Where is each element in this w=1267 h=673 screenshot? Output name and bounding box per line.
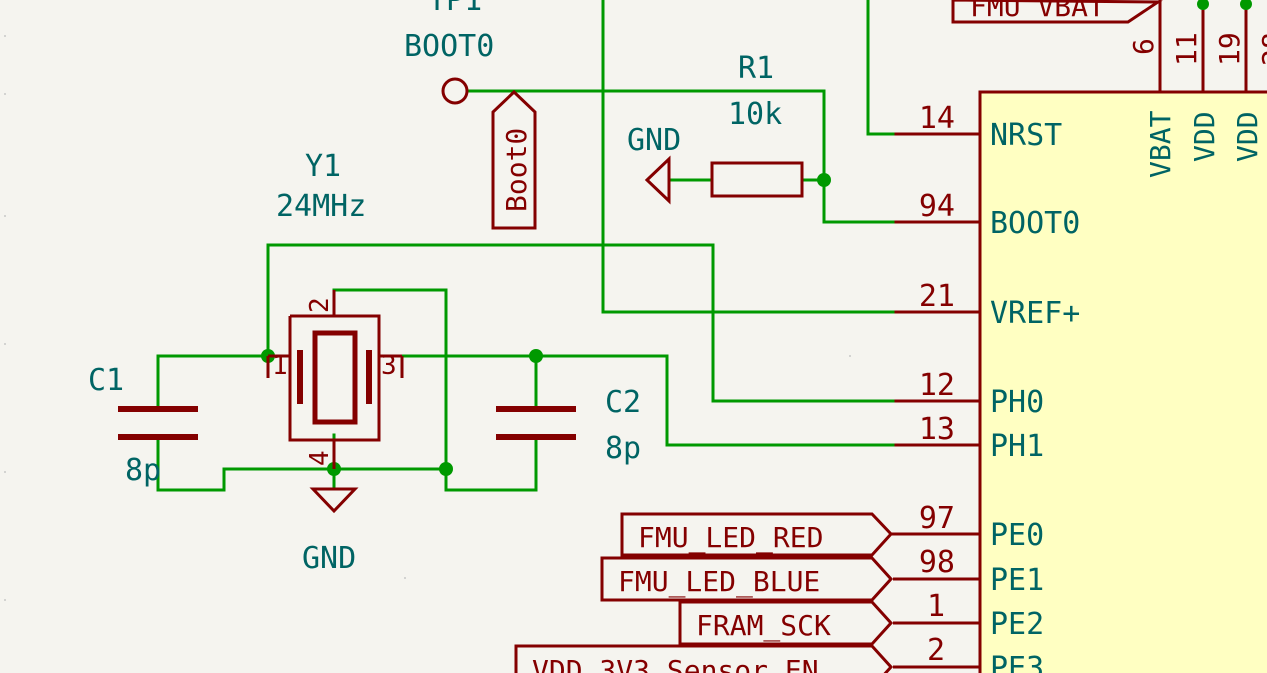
c1-capacitor[interactable] [118, 406, 198, 440]
pin-num-98: 98 [919, 545, 955, 580]
svg-text:FMU_LED_BLUE: FMU_LED_BLUE [618, 565, 820, 599]
pin-num-97: 97 [919, 501, 955, 536]
pin-num-13: 13 [919, 412, 955, 447]
pin-num-94: 94 [919, 189, 955, 224]
mcu-top-pin-text: 6 11 19 28 VBAT VDD VDD [1127, 32, 1267, 178]
pin-name-pe1: PE1 [990, 563, 1044, 598]
gnd-symbol-r1 [644, 155, 671, 205]
pin-num-6: 6 [1127, 38, 1160, 55]
pin-name-pe2: PE2 [990, 607, 1044, 642]
net-label-vdd-sensor-en[interactable]: VDD_3V3_Sensor_EN [514, 644, 894, 673]
c2-ref: C2 [605, 385, 641, 420]
wires [156, 0, 895, 492]
c1-value: 8p [125, 453, 161, 488]
net-label-boot0[interactable]: Boot0 [491, 89, 537, 230]
net-label-fmu-led-red[interactable]: FMU_LED_RED [620, 512, 894, 557]
y1-pin-2: 2 [305, 297, 335, 313]
pin-name-nrst: NRST [990, 118, 1062, 153]
mcu-top-pins [1158, 0, 1252, 92]
tp1-ref: TP1 [428, 0, 482, 18]
pin-num-1: 1 [927, 589, 945, 624]
y1-pin-4: 4 [305, 450, 335, 466]
r1-ref: R1 [738, 51, 774, 86]
pin-name-vdd-2: VDD [1231, 111, 1264, 162]
net-label-fmu-led-blue[interactable]: FMU_LED_BLUE [600, 556, 894, 602]
pin-name-pe0: PE0 [990, 518, 1044, 553]
pin-num-11: 11 [1170, 32, 1203, 66]
y1-crystal[interactable] [266, 290, 404, 469]
y1-ref: Y1 [305, 149, 341, 184]
net-label-fram-sck[interactable]: FRAM_SCK [678, 600, 894, 646]
grid-dots [4, 35, 851, 601]
svg-text:VDD_3V3_Sensor_EN: VDD_3V3_Sensor_EN [532, 654, 819, 673]
pin-num-21: 21 [919, 279, 955, 314]
r1-resistor[interactable] [710, 161, 804, 198]
mcu-left-pins [893, 132, 980, 669]
pin-num-19: 19 [1213, 32, 1246, 66]
y1-pin-3: 3 [381, 351, 397, 381]
pin-name-boot0: BOOT0 [990, 206, 1080, 241]
c2-capacitor[interactable] [496, 406, 576, 440]
r1-value: 10k [728, 97, 782, 132]
gnd-label-r1: GND [627, 123, 681, 158]
c2-value: 8p [605, 431, 641, 466]
pin-num-12: 12 [919, 368, 955, 403]
svg-text:FRAM_SCK: FRAM_SCK [696, 609, 831, 643]
pin-name-vref: VREF+ [990, 296, 1080, 331]
pin-num-14: 14 [919, 101, 955, 136]
svg-text:FMU_VBAT: FMU_VBAT [970, 0, 1105, 24]
y1-value: 24MHz [276, 189, 366, 224]
gnd-label-crystal: GND [302, 541, 356, 576]
pin-name-ph1: PH1 [990, 429, 1044, 464]
pin-name-ph0: PH0 [990, 385, 1044, 420]
pin-num-28: 28 [1256, 32, 1267, 66]
y1-pin-1: 1 [272, 351, 288, 381]
net-label-fmu-vbat[interactable]: FMU_VBAT [951, 0, 1163, 24]
tp1-value: BOOT0 [404, 29, 494, 64]
gnd-symbol-crystal [309, 487, 359, 514]
c1-ref: C1 [88, 363, 124, 398]
tp1-testpoint[interactable] [441, 77, 469, 105]
pin-name-vbat: VBAT [1144, 110, 1177, 178]
pin-num-2: 2 [927, 633, 945, 668]
pin-name-vdd-1: VDD [1188, 111, 1221, 162]
svg-text:Boot0: Boot0 [500, 128, 533, 212]
mcu-body [978, 90, 1267, 673]
svg-text:FMU_LED_RED: FMU_LED_RED [638, 521, 823, 555]
pin-name-pe3: PE3 [990, 651, 1044, 673]
